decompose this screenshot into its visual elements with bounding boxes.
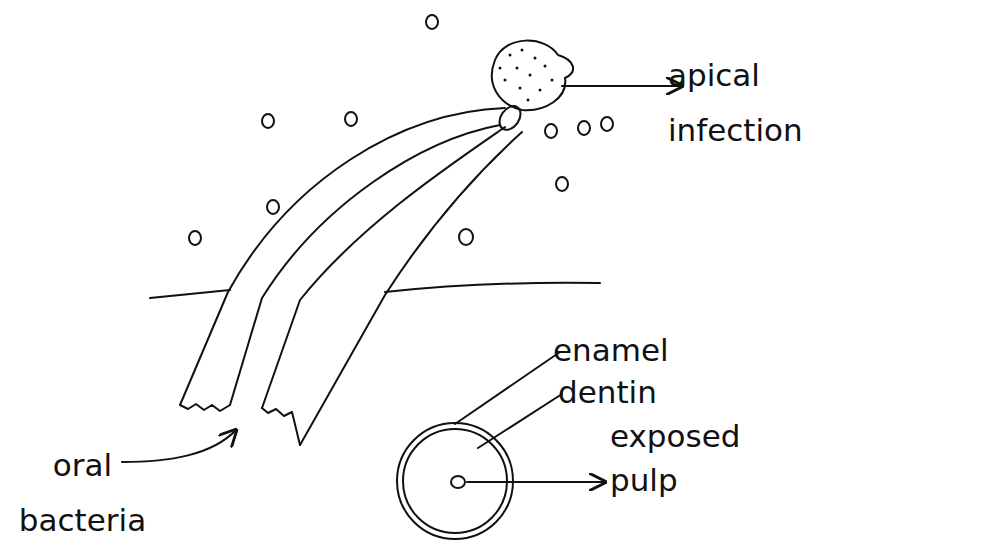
leader-arrow <box>122 430 236 462</box>
leader-line <box>467 481 605 483</box>
gum-line <box>385 283 600 292</box>
infection-blob <box>492 41 573 111</box>
gum-line <box>150 290 230 298</box>
part-label: exposed pulp <box>610 414 760 502</box>
leader-line <box>562 85 682 87</box>
leader-line <box>478 394 562 448</box>
fracture-edge <box>262 408 300 445</box>
apical-foramen <box>495 102 525 134</box>
root-canal-wall <box>230 125 500 405</box>
part-label: enamel <box>553 330 713 370</box>
part-label: oral bacteria <box>0 438 165 545</box>
fracture-edge <box>180 404 230 411</box>
bacteria-dots <box>189 15 613 245</box>
root-canal-wall <box>262 127 505 408</box>
part-label: dentin <box>558 372 718 412</box>
infection-dots <box>499 49 554 102</box>
part-label: apical infection <box>668 48 843 158</box>
pulp-circle <box>451 476 465 488</box>
root-outline <box>180 108 505 405</box>
leader-line <box>455 352 560 424</box>
